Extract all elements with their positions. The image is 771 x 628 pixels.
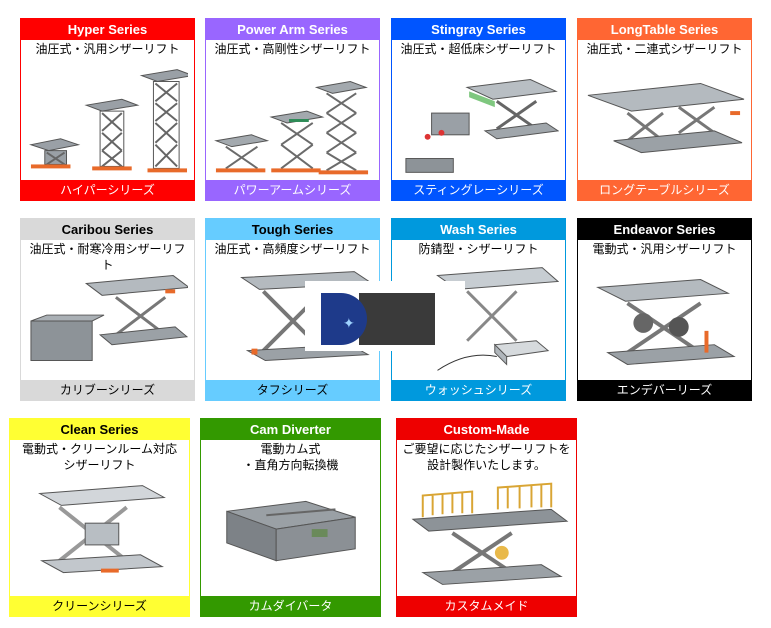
card-title: LongTable Series xyxy=(578,19,751,40)
card-title: Stingray Series xyxy=(392,19,565,40)
product-image-custom-made xyxy=(403,481,570,593)
overlay-dark-panel xyxy=(359,293,435,345)
card-endeavor-series[interactable]: Endeavor Series 電動式・汎用シザーリフト エンデバーリーズ xyxy=(577,218,752,401)
card-title: Endeavor Series xyxy=(578,219,751,240)
card-clean-series[interactable]: Clean Series 電動式・クリーンルーム対応 シザーリフト クリーンシリ… xyxy=(9,418,190,617)
card-footer[interactable]: タフシリーズ xyxy=(206,380,379,400)
card-description: 油圧式・二連式シザーリフト xyxy=(586,42,743,56)
card-title: Tough Series xyxy=(206,219,379,240)
card-title: Cam Diverter xyxy=(201,419,380,440)
card-description: 油圧式・高頻度シザーリフト xyxy=(214,242,371,256)
card-footer[interactable]: クリーンシリーズ xyxy=(10,596,189,616)
card-footer[interactable]: ウォッシュシリーズ xyxy=(392,380,565,400)
card-footer[interactable]: スティングレーシリーズ xyxy=(392,180,565,200)
card-description: 電動式・クリーンルーム対応 シザーリフト xyxy=(21,442,178,472)
card-title: Hyper Series xyxy=(21,19,194,40)
product-image-clean xyxy=(16,481,183,593)
card-title: Power Arm Series xyxy=(206,19,379,40)
card-title: Custom-Made xyxy=(397,419,576,440)
loading-overlay: ✦ xyxy=(305,281,465,351)
product-image-hyper xyxy=(27,61,188,179)
sparkle-icon: ✦ xyxy=(343,316,355,332)
card-description: ご要望に応じたシザーリフトを 設計製作いたします。 xyxy=(402,442,571,472)
card-footer[interactable]: エンデバーリーズ xyxy=(578,380,751,400)
card-longtable-series[interactable]: LongTable Series 油圧式・二連式シザーリフト ロングテーブルシリ… xyxy=(577,18,752,201)
product-image-stingray xyxy=(398,61,559,179)
card-cam-diverter[interactable]: Cam Diverter 電動カム式 ・直角方向転換機 カムダイバータ xyxy=(200,418,381,617)
product-image-endeavor xyxy=(584,261,745,379)
card-footer[interactable]: カムダイバータ xyxy=(201,596,380,616)
card-description: 電動式・汎用シザーリフト xyxy=(592,242,737,256)
card-title: Caribou Series xyxy=(21,219,194,240)
card-footer[interactable]: パワーアームシリーズ xyxy=(206,180,379,200)
card-title: Wash Series xyxy=(392,219,565,240)
card-description: 油圧式・超低床シザーリフト xyxy=(400,42,557,56)
card-description: 電動カム式 ・直角方向転換機 xyxy=(242,442,339,472)
card-footer[interactable]: ロングテーブルシリーズ xyxy=(578,180,751,200)
card-description: 防錆型・シザーリフト xyxy=(418,242,539,256)
card-footer[interactable]: カリブーシリーズ xyxy=(21,380,194,400)
card-description: 油圧式・高剛性シザーリフト xyxy=(214,42,371,56)
card-power-arm-series[interactable]: Power Arm Series 油圧式・高剛性シザーリフト パワーアームシリー… xyxy=(205,18,380,201)
card-custom-made[interactable]: Custom-Made ご要望に応じたシザーリフトを 設計製作いたします。 カス… xyxy=(396,418,577,617)
card-description: 油圧式・耐寒冷用シザーリフト xyxy=(29,242,186,272)
card-description: 油圧式・汎用シザーリフト xyxy=(35,42,180,56)
product-image-power-arm xyxy=(212,61,373,179)
card-title: Clean Series xyxy=(10,419,189,440)
overlay-blue-shape xyxy=(321,293,367,345)
card-hyper-series[interactable]: Hyper Series 油圧式・汎用シザーリフト ハイパーシリーズ xyxy=(20,18,195,201)
card-stingray-series[interactable]: Stingray Series 油圧式・超低床シザーリフト スティングレーシリー… xyxy=(391,18,566,201)
product-image-cam-diverter xyxy=(207,481,374,593)
product-image-caribou xyxy=(27,261,188,379)
card-footer[interactable]: ハイパーシリーズ xyxy=(21,180,194,200)
card-caribou-series[interactable]: Caribou Series 油圧式・耐寒冷用シザーリフト カリブーシリーズ xyxy=(20,218,195,401)
product-image-longtable xyxy=(584,61,745,179)
card-footer[interactable]: カスタムメイド xyxy=(397,596,576,616)
card-wash-series[interactable]: Wash Series 防錆型・シザーリフト ウォッシュシリーズ xyxy=(391,218,566,401)
